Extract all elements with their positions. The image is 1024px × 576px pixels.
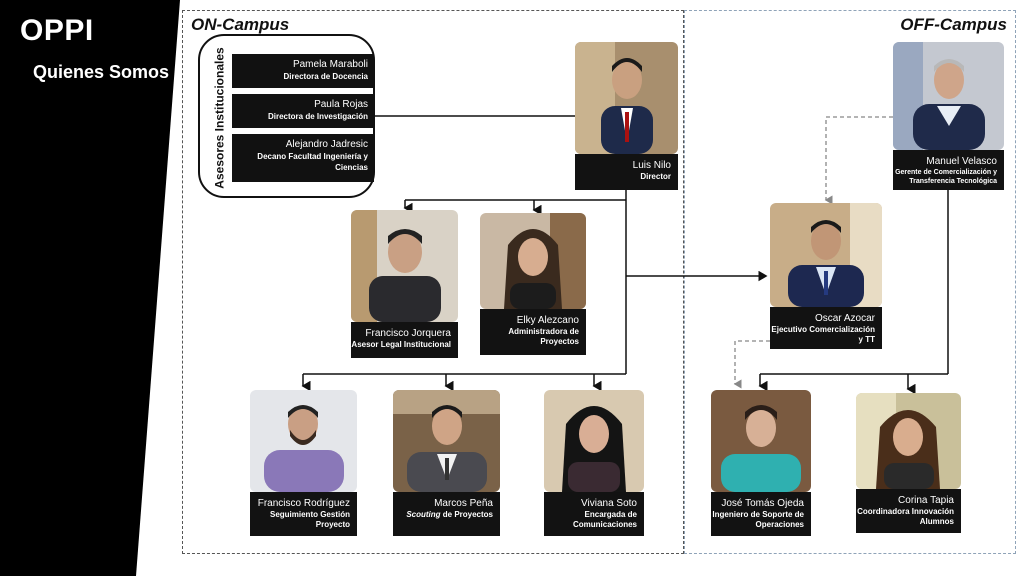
person-photo <box>544 390 644 492</box>
person-card-support: José Tomás Ojeda Ingeniero de Soporte de… <box>711 390 811 536</box>
person-role: Encargada de Comunicaciones <box>572 510 637 529</box>
person-photo <box>480 213 586 309</box>
person-name: Corina Tapia <box>898 495 954 506</box>
person-name: Francisco Jorquera <box>365 328 451 339</box>
person-photo <box>575 42 678 154</box>
person-photo <box>856 393 961 489</box>
person-card-executive: Oscar Azocar Ejecutivo Comercialización … <box>770 203 882 349</box>
brand-subtitle: Quienes Somos <box>33 62 170 82</box>
on-campus-zone: ON-Campus <box>182 10 684 554</box>
person-photo <box>250 390 357 492</box>
person-name: Manuel Velasco <box>926 156 997 167</box>
person-card-comms: Viviana Soto Encargada de Comunicaciones <box>544 390 644 536</box>
off-campus-zone: OFF-Campus <box>684 10 1016 554</box>
person-card-manager: Manuel Velasco Gerente de Comercializaci… <box>893 42 1004 190</box>
brand-title: OPPI <box>20 14 94 47</box>
person-role: Seguimiento Gestión Proyecto <box>269 510 350 529</box>
person-photo <box>351 210 458 322</box>
person-card-legal: Francisco Jorquera Asesor Legal Instituc… <box>351 210 458 358</box>
person-name: Viviana Soto <box>581 498 637 509</box>
person-role: Asesor Legal Institucional <box>351 340 451 349</box>
person-card-innovation: Corina Tapia Coordinadora Innovación Alu… <box>856 393 961 533</box>
person-role: Administradora de Proyectos <box>508 327 579 346</box>
person-card-tracking: Francisco Rodríguez Seguimiento Gestión … <box>250 390 357 536</box>
person-name: Elky Alezcano <box>516 315 579 326</box>
on-campus-title: ON-Campus <box>191 15 290 34</box>
person-name: Francisco Rodríguez <box>257 498 350 509</box>
person-role: Gerente de Comercialización y Transferen… <box>895 169 997 185</box>
person-card-director: Luis Nilo Director <box>575 42 678 190</box>
person-role: Coordinadora Innovación Alumnos <box>857 507 954 526</box>
person-card-scouting: Marcos Peña Scouting de Proyectos <box>393 390 500 536</box>
person-photo <box>711 390 811 492</box>
person-name: Marcos Peña <box>434 498 493 509</box>
person-role: Ingeniero de Soporte de Operaciones <box>712 510 804 529</box>
person-card-admin: Elky Alezcano Administradora de Proyecto… <box>480 213 586 355</box>
person-photo <box>770 203 882 307</box>
person-role: Scouting de Proyectos <box>406 510 493 519</box>
person-photo <box>893 42 1004 150</box>
person-photo <box>393 390 500 492</box>
person-name: José Tomás Ojeda <box>721 498 804 509</box>
person-role: Director <box>640 172 671 181</box>
person-role: Ejecutivo Comercialización y TT <box>771 325 875 344</box>
person-name: Luis Nilo <box>632 160 671 171</box>
person-name: Oscar Azocar <box>814 313 875 324</box>
off-campus-title: OFF-Campus <box>900 15 1007 34</box>
advisors-box: Asesores Institucionales Pamela Maraboli… <box>198 34 375 198</box>
